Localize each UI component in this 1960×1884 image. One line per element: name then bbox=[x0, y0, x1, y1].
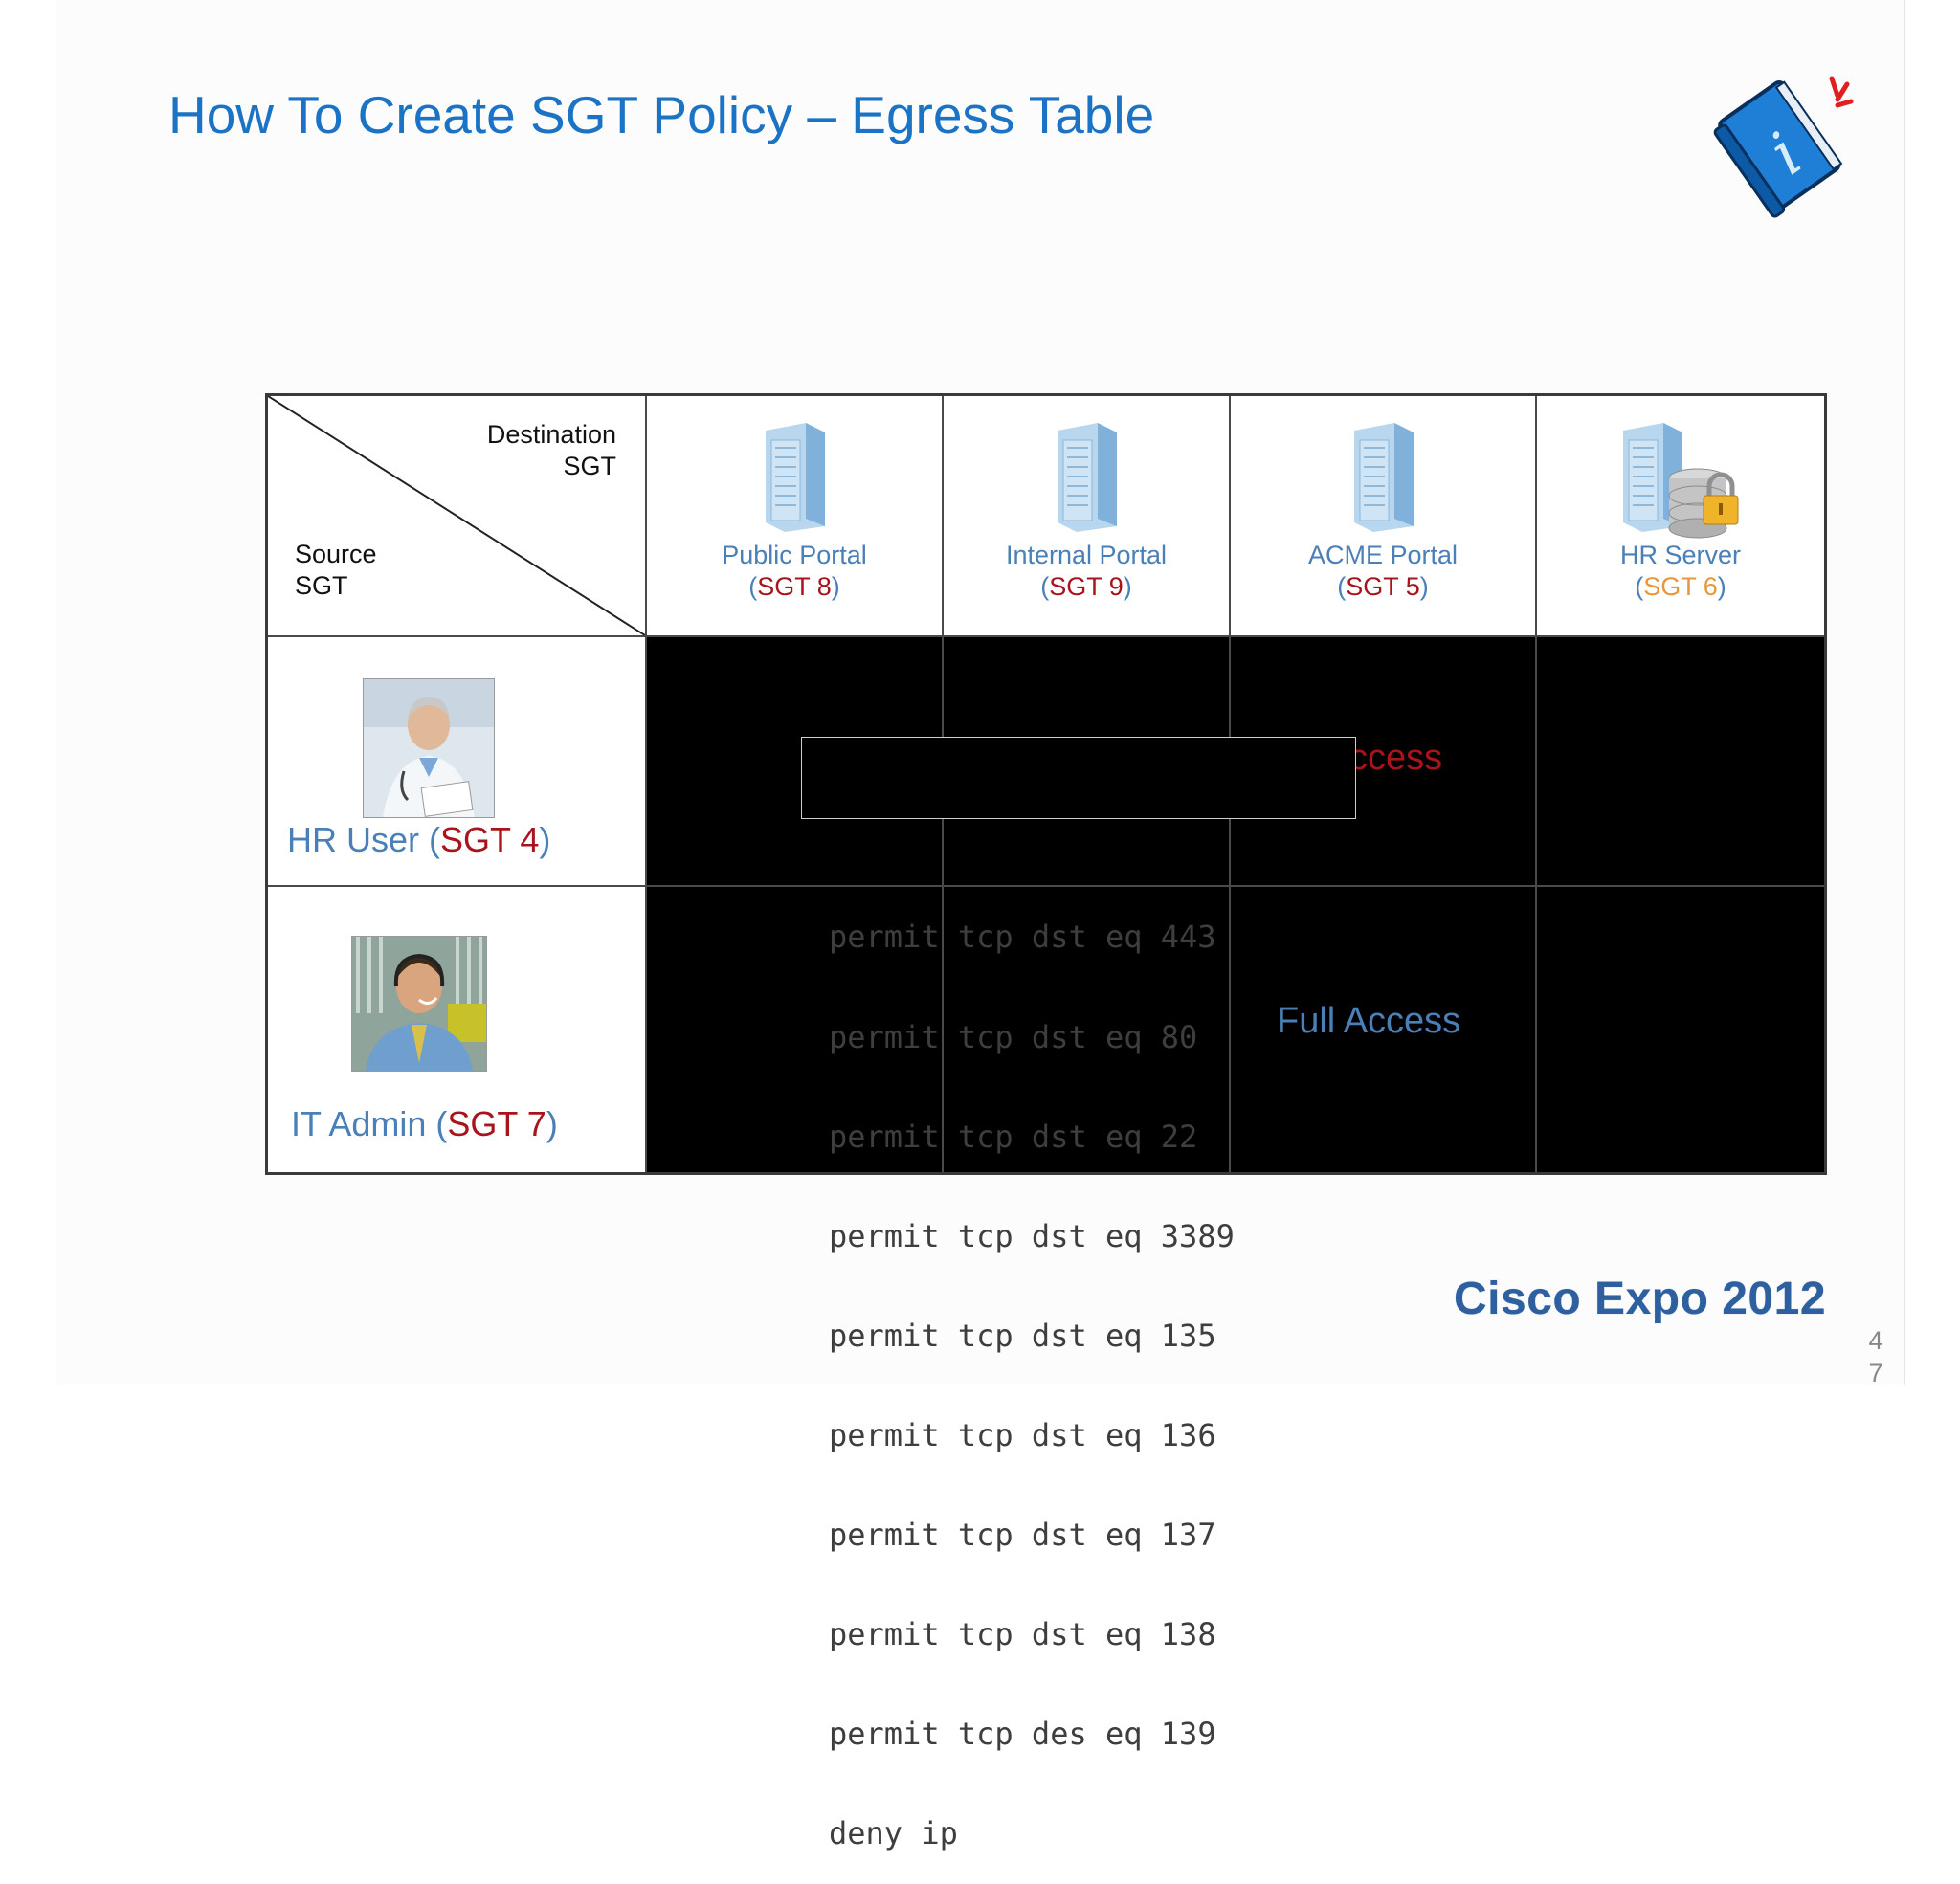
egress-policy-matrix: Destination SGT Source SGT Public Portal… bbox=[265, 393, 1827, 1175]
destination-header-hr-server: HR Server (SGT 6) bbox=[1535, 393, 1827, 637]
destination-label-line2: SGT bbox=[563, 452, 616, 480]
sgt-tag: SGT 8 bbox=[757, 572, 832, 601]
paren-open: ( bbox=[748, 572, 758, 601]
acl-line: permit tcp dst eq 136 bbox=[829, 1416, 1216, 1453]
policy-cell[interactable] bbox=[1229, 885, 1537, 1174]
policy-cell[interactable] bbox=[942, 885, 1231, 1174]
destination-label-line1: Destination bbox=[486, 420, 616, 449]
paren-close: ) bbox=[1123, 572, 1132, 601]
paren-close: ) bbox=[1717, 572, 1726, 601]
paren-close: ) bbox=[539, 820, 551, 859]
source-sgt-label: Source SGT bbox=[295, 539, 377, 602]
policy-cell[interactable] bbox=[1535, 885, 1827, 1174]
paren-open: ( bbox=[429, 820, 441, 859]
acl-line: permit tcp dst eq 138 bbox=[829, 1616, 1216, 1653]
destination-sgt: (SGT 6) bbox=[1537, 571, 1824, 603]
full-access-label: Full Access bbox=[1277, 1001, 1461, 1041]
paren-close: ) bbox=[831, 572, 840, 601]
it-admin-photo bbox=[351, 936, 487, 1072]
paren-close: ) bbox=[546, 1104, 558, 1143]
destination-name: Public Portal bbox=[722, 541, 867, 569]
destination-name: Internal Portal bbox=[1005, 541, 1168, 569]
source-name: IT Admin bbox=[291, 1104, 427, 1143]
matrix-corner-cell: Destination SGT Source SGT bbox=[265, 393, 647, 637]
paren-open: ( bbox=[1040, 572, 1050, 601]
sgt-tag: SGT 5 bbox=[1346, 572, 1420, 601]
cisco-expo-logo: Cisco Expo 2012 bbox=[1454, 1274, 1827, 1324]
paren-open: ( bbox=[435, 1104, 448, 1143]
page-number-line1: 4 bbox=[1868, 1326, 1883, 1355]
info-book-icon: i bbox=[1713, 76, 1854, 218]
destination-header-internal-portal: Internal Portal (SGT 9) bbox=[942, 393, 1231, 637]
destination-label: ACME Portal (SGT 5) bbox=[1231, 540, 1535, 603]
destination-label: Internal Portal (SGT 9) bbox=[944, 540, 1229, 603]
destination-label: Public Portal (SGT 8) bbox=[647, 540, 942, 603]
sgt-tag: SGT 7 bbox=[447, 1104, 546, 1143]
acl-line: permit tcp dst eq 135 bbox=[829, 1317, 1216, 1354]
page-number: 4 7 bbox=[1866, 1324, 1885, 1389]
destination-header-public-portal: Public Portal (SGT 8) bbox=[645, 393, 944, 637]
acl-line: permit tcp dst eq 80 bbox=[829, 1018, 1198, 1055]
acl-listing: permit tcp dst eq 443 permit tcp dst eq … bbox=[829, 854, 1235, 1884]
acl-line: permit tcp dst eq 443 bbox=[829, 919, 1216, 956]
sgt-tag: SGT 6 bbox=[1643, 572, 1718, 601]
destination-sgt-label: Destination SGT bbox=[487, 419, 616, 482]
paren-open: ( bbox=[1635, 572, 1644, 601]
source-label-line2: SGT bbox=[295, 571, 348, 600]
acl-line: permit tcp dst eq 137 bbox=[829, 1516, 1216, 1553]
hr-user-photo bbox=[363, 678, 495, 818]
destination-label: HR Server (SGT 6) bbox=[1537, 540, 1824, 603]
server-icon bbox=[1354, 423, 1414, 532]
page-number-line2: 7 bbox=[1868, 1359, 1883, 1387]
slide-title: How To Create SGT Policy – Egress Table bbox=[168, 85, 1155, 144]
database-lock-icon bbox=[1623, 423, 1739, 539]
sgt-tag: SGT 4 bbox=[440, 820, 540, 859]
source-row-hr-user: HR User (SGT 4) bbox=[265, 635, 647, 887]
sgt-tag: SGT 9 bbox=[1049, 572, 1124, 601]
server-icon bbox=[1058, 423, 1117, 532]
paren-close: ) bbox=[1419, 572, 1429, 601]
destination-name: ACME Portal bbox=[1307, 541, 1459, 569]
source-label: HR User (SGT 4) bbox=[287, 820, 550, 860]
source-row-it-admin: IT Admin (SGT 7) bbox=[265, 885, 647, 1174]
paren-open: ( bbox=[1337, 572, 1347, 601]
acl-line: permit tcp dst eq 22 bbox=[829, 1118, 1198, 1155]
acl-line: permit tcp dst eq 3389 bbox=[829, 1217, 1235, 1254]
destination-header-acme-portal: ACME Portal (SGT 5) bbox=[1229, 393, 1537, 637]
slide-edge-right bbox=[1904, 0, 1905, 1385]
overlay-box bbox=[801, 737, 1356, 819]
policy-cell[interactable] bbox=[1535, 635, 1827, 887]
destination-sgt: (SGT 9) bbox=[944, 571, 1229, 603]
acl-line: deny ip bbox=[829, 1815, 958, 1852]
source-name: HR User bbox=[287, 820, 420, 859]
policy-cell[interactable] bbox=[645, 885, 944, 1174]
diagonal-divider bbox=[268, 396, 645, 635]
destination-name: HR Server bbox=[1619, 541, 1742, 569]
destination-sgt: (SGT 5) bbox=[1231, 571, 1535, 603]
source-label: IT Admin (SGT 7) bbox=[291, 1104, 558, 1144]
acl-line: permit tcp des eq 139 bbox=[829, 1716, 1216, 1753]
partial-access-label: ccess bbox=[1349, 738, 1443, 778]
destination-sgt: (SGT 8) bbox=[647, 571, 942, 603]
server-icon bbox=[766, 423, 825, 532]
source-label-line1: Source bbox=[295, 540, 377, 568]
